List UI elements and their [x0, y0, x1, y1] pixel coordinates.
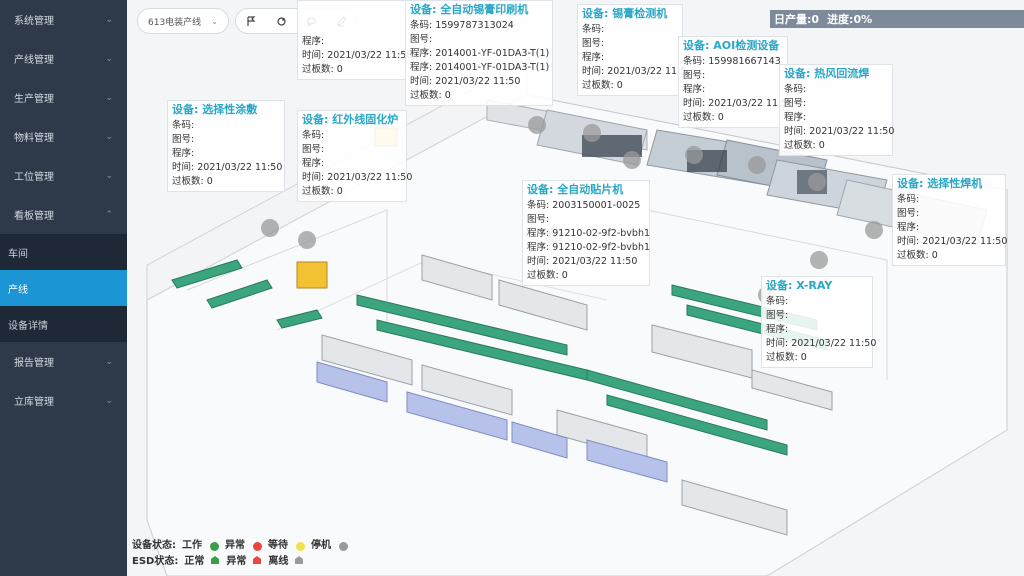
chevron-down-icon: ⌄ — [105, 356, 113, 367]
lockers — [316, 361, 668, 483]
chevron-up-icon: ⌃ — [105, 209, 113, 220]
device-card-pick-and-place[interactable]: 设备: 全自动贴片机 条码: 2003150001-0025 图号: 程序: 9… — [522, 180, 650, 286]
chevron-down-icon: ⌄ — [211, 16, 218, 26]
sidebar-item-label: 物料管理 — [14, 133, 54, 144]
sidebar-item-label: 产线管理 — [14, 55, 54, 66]
esd-offline-icon — [294, 554, 304, 570]
sidebar-subitem-label: 车间 — [8, 248, 28, 260]
shelves — [321, 254, 833, 536]
sidebar-item-board[interactable]: 看板管理 ⌃ — [0, 195, 127, 234]
chevron-down-icon: ⌄ — [105, 131, 113, 142]
esd-error-icon — [252, 554, 262, 570]
device-title: 设备: 锡膏检测机 — [582, 7, 668, 20]
flag-icon[interactable] — [241, 11, 261, 31]
stopped-status-dot-icon — [339, 541, 348, 551]
workbench-rows — [171, 259, 828, 456]
device-status-legend: 设备状态: 工作 异常 等待 停机 — [132, 538, 348, 554]
waiting-status-dot-icon — [296, 541, 305, 551]
device-card-selective-coating[interactable]: 设备: 选择性涂敷 条码: 图号: 程序: 时间: 2021/03/22 11:… — [167, 100, 285, 192]
chevron-down-icon: ⌄ — [105, 395, 113, 406]
sidebar: 系统管理 ⌄ 产线管理 ⌄ 生产管理 ⌄ 物料管理 ⌄ 工位管理 ⌄ 看板管理 ⌃ 车间 产… — [0, 0, 127, 576]
device-title: 设备: AOI检测设备 — [683, 39, 780, 52]
refresh-icon[interactable] — [271, 11, 291, 31]
sidebar-item-label: 看板管理 — [14, 211, 54, 222]
sidebar-item-warehouse[interactable]: 立库管理 ⌄ — [0, 381, 127, 420]
factory-floor-3d-view[interactable] — [127, 0, 1024, 576]
sidebar-item-line[interactable]: 产线管理 ⌄ — [0, 39, 127, 78]
device-card-spi[interactable]: 设备: 锡膏检测机 条码: 图号: 程序: 时间: 2021/03/22 11:… — [577, 4, 686, 96]
sidebar-item-label: 立库管理 — [14, 397, 54, 408]
chevron-down-icon: ⌄ — [105, 14, 113, 25]
device-card-xray[interactable]: 设备: X-RAY 条码: 图号: 程序: 时间: 2021/03/22 11:… — [761, 276, 876, 368]
sidebar-item-label: 生产管理 — [14, 94, 54, 105]
device-card-aoi[interactable]: 设备: AOI检测设备 条码: 159981667143 图号: 程序: 时间:… — [678, 36, 788, 128]
status-legend: 设备状态: 工作 异常 等待 停机 ESD状态: 正常 异常 离线 — [132, 538, 348, 570]
device-title: 设备: 全自动贴片机 — [527, 183, 624, 196]
chevron-down-icon: ⌄ — [105, 53, 113, 64]
sidebar-subitem-label: 产线 — [8, 284, 28, 296]
device-card-reflow[interactable]: 设备: 热风回流焊 条码: 图号: 程序: 时间: 2021/03/22 11:… — [779, 64, 894, 156]
daily-output: 日产量:0 — [774, 13, 820, 26]
sidebar-item-report[interactable]: 报告管理 ⌄ — [0, 342, 127, 381]
work-status-dot-icon — [210, 541, 219, 551]
device-title: 设备: 选择性涂敷 — [172, 103, 258, 116]
line-select[interactable]: 613电装产线 ⌄ — [137, 8, 229, 34]
sidebar-item-label: 报告管理 — [14, 358, 54, 369]
device-title: 设备: 选择性焊机 — [897, 177, 983, 190]
chevron-down-icon: ⌄ — [105, 170, 113, 181]
device-title: 设备: X-RAY — [766, 279, 833, 292]
line-select-value: 613电装产线 — [148, 17, 202, 28]
sidebar-item-material[interactable]: 物料管理 ⌄ — [0, 117, 127, 156]
device-card-infrared-oven[interactable]: 设备: 红外线固化炉 条码: 图号: 程序: 时间: 2021/03/22 11… — [297, 110, 412, 202]
device-title: 设备: 全自动锡膏印刷机 — [410, 3, 529, 16]
sidebar-item-label: 工位管理 — [14, 172, 54, 183]
device-card-selective-soldering[interactable]: 设备: 选择性焊机 条码: 图号: 程序: 时间: 2021/03/22 11:… — [892, 174, 1007, 266]
sidebar-subitem-label: 设备详情 — [8, 320, 48, 332]
production-stats: 日产量:0 进度:0% — [770, 10, 1024, 28]
sidebar-item-production[interactable]: 生产管理 ⌄ — [0, 78, 127, 117]
main-view: 613电装产线 ⌄ 日产量:0 进度:0% 设备: 选择性涂敷 条码: 图号: … — [127, 0, 1024, 576]
error-status-dot-icon — [253, 541, 262, 551]
device-card-printer-overlap: 程序: 时间: 2021/03/22 11:50 过板数: 0 — [297, 0, 412, 80]
sidebar-subitem-device-detail[interactable]: 设备详情 — [0, 306, 127, 342]
sidebar-item-label: 系统管理 — [14, 16, 54, 27]
esd-status-legend: ESD状态: 正常 异常 离线 — [132, 554, 348, 570]
device-title: 设备: 红外线固化炉 — [302, 113, 399, 126]
sidebar-subitem-line[interactable]: 产线 — [0, 270, 127, 306]
device-title: 设备: 热风回流焊 — [784, 67, 870, 80]
device-card-solder-printer[interactable]: 设备: 全自动锡膏印刷机 条码: 1599787313024 图号: 程序: 2… — [405, 0, 553, 106]
esd-normal-icon — [210, 554, 220, 570]
sidebar-item-system[interactable]: 系统管理 ⌄ — [0, 0, 127, 39]
progress: 进度:0% — [827, 13, 873, 26]
sidebar-item-station[interactable]: 工位管理 ⌄ — [0, 156, 127, 195]
chevron-down-icon: ⌄ — [105, 92, 113, 103]
sidebar-subitem-workshop[interactable]: 车间 — [0, 234, 127, 270]
